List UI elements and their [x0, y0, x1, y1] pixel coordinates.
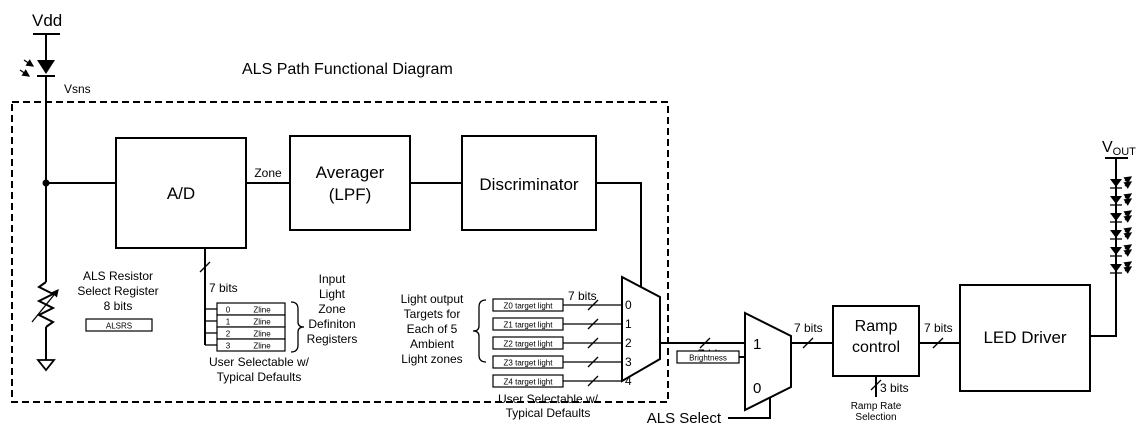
vout-label: VOUT	[1102, 139, 1136, 158]
led-string	[1110, 176, 1133, 274]
discriminator-block	[461, 135, 597, 231]
svg-text:1: 1	[625, 317, 632, 331]
led-icon	[1110, 227, 1133, 240]
svg-text:Ambient: Ambient	[410, 337, 455, 351]
als-mux-input-1: 1	[753, 336, 761, 353]
averager-block	[289, 135, 411, 231]
zone-register-name: Zline	[253, 342, 271, 351]
svg-text:Light output: Light output	[401, 292, 464, 306]
svg-text:3: 3	[625, 355, 632, 369]
bus-slash	[802, 337, 814, 349]
target-register-label: Z4 target light	[504, 378, 554, 387]
svg-text:Definiton: Definiton	[308, 317, 355, 331]
zone-register-name: Zline	[253, 330, 271, 339]
zone-registers: 0 Zline 1 Zline 2 Zline 3 Zline	[205, 302, 286, 352]
svg-text:0: 0	[625, 298, 632, 312]
zone-registers-description: Input Light Zone Definiton Registers	[307, 272, 358, 346]
svg-text:Light: Light	[319, 287, 346, 301]
led-icon	[1110, 210, 1133, 223]
svg-text:Each of 5: Each of 5	[407, 322, 458, 336]
resistor-register-line-2: Select Register	[77, 284, 158, 298]
bus-slash	[699, 337, 711, 349]
diagram-title: ALS Path Functional Diagram	[242, 61, 453, 78]
averager-label-1: Averager	[316, 163, 385, 182]
zone-register-index: 3	[226, 342, 231, 351]
svg-text:Zone: Zone	[318, 302, 346, 316]
svg-text:4: 4	[625, 374, 632, 388]
discriminator-to-mux-wire	[596, 182, 642, 297]
als-select-wire	[728, 398, 771, 419]
svg-text:Light zones: Light zones	[401, 352, 462, 366]
functional-boundary	[11, 101, 669, 403]
bus-slash	[199, 261, 211, 273]
ramp-rate-bits-label: 3 bits	[880, 381, 909, 395]
svg-text:Registers: Registers	[307, 332, 358, 346]
led-driver-block	[959, 284, 1091, 392]
als-mux-input-0: 0	[753, 380, 761, 397]
ramp-out-bits-label: 7 bits	[924, 321, 953, 335]
ad-label: A/D	[167, 184, 195, 203]
targets-bits-label: 7 bits	[568, 289, 597, 303]
target-register-label: Z3 target light	[504, 359, 554, 368]
bus-slash	[870, 379, 882, 391]
zone-registers-footer-2: Typical Defaults	[217, 370, 302, 384]
als-select-label: ALS Select	[647, 410, 722, 424]
photodiode-icon	[19, 59, 55, 77]
driver-to-leds-wire	[1090, 274, 1117, 337]
discriminator-label: Discriminator	[479, 175, 579, 194]
zone-registers-footer-1: User Selectable w/	[209, 355, 310, 369]
ramp-rate-label-2: Selection	[855, 412, 896, 423]
targets-footer-1: User Selectable w/	[498, 392, 599, 406]
ad-bits-label: 7 bits	[209, 281, 238, 295]
target-register-label: Z1 target light	[504, 321, 554, 330]
target-mux-input-labels: 0 1 2 3 4	[625, 298, 632, 388]
ramp-label-2: control	[852, 339, 900, 356]
vdd-label: Vdd	[32, 11, 62, 30]
zone-register-index: 1	[226, 318, 231, 327]
led-icon	[1110, 261, 1133, 274]
bus-slash	[932, 337, 944, 349]
zone-label: Zone	[254, 166, 282, 180]
ad-block	[115, 137, 247, 249]
ramp-rate-label-1: Ramp Rate	[851, 401, 902, 412]
brightness-label: Brightness	[689, 354, 727, 363]
resistor-register-line-1: ALS Resistor	[83, 269, 153, 283]
led-icon	[1110, 193, 1133, 206]
averager-label-2: (LPF)	[329, 185, 372, 204]
targets-description: Light output Targets for Each of 5 Ambie…	[401, 292, 464, 366]
led-driver-label: LED Driver	[983, 328, 1066, 347]
target-register-label: Z2 target light	[504, 340, 554, 349]
zone-register-index: 2	[226, 330, 231, 339]
als-select-mux	[744, 311, 792, 412]
svg-text:2: 2	[625, 336, 632, 350]
led-icon	[1110, 244, 1133, 257]
zone-register-name: Zline	[253, 306, 271, 315]
targets-footer-2: Typical Defaults	[506, 406, 591, 420]
targets-brace	[472, 299, 487, 363]
zone-registers-brace	[290, 301, 305, 353]
ground-icon	[36, 359, 56, 372]
ramp-label-1: Ramp	[855, 318, 898, 335]
target-mux	[621, 275, 661, 383]
led-icon	[1110, 176, 1133, 189]
target-register-label: Z0 target light	[504, 302, 554, 311]
zone-register-name: Zline	[253, 318, 271, 327]
zone-register-index: 0	[226, 306, 231, 315]
target-registers: Z0 target light Z1 target light Z2 targe…	[492, 298, 622, 388]
svg-text:Input: Input	[319, 272, 346, 286]
alsrs-label: ALSRS	[106, 322, 132, 331]
variable-resistor-icon	[31, 281, 59, 328]
vsns-label: Vsns	[64, 82, 91, 96]
alsrs-register-box	[85, 318, 153, 332]
svg-text:Targets for: Targets for	[404, 307, 461, 321]
resistor-register-line-3: 8 bits	[104, 299, 133, 313]
ramp-in-bits-label: 7 bits	[794, 321, 823, 335]
